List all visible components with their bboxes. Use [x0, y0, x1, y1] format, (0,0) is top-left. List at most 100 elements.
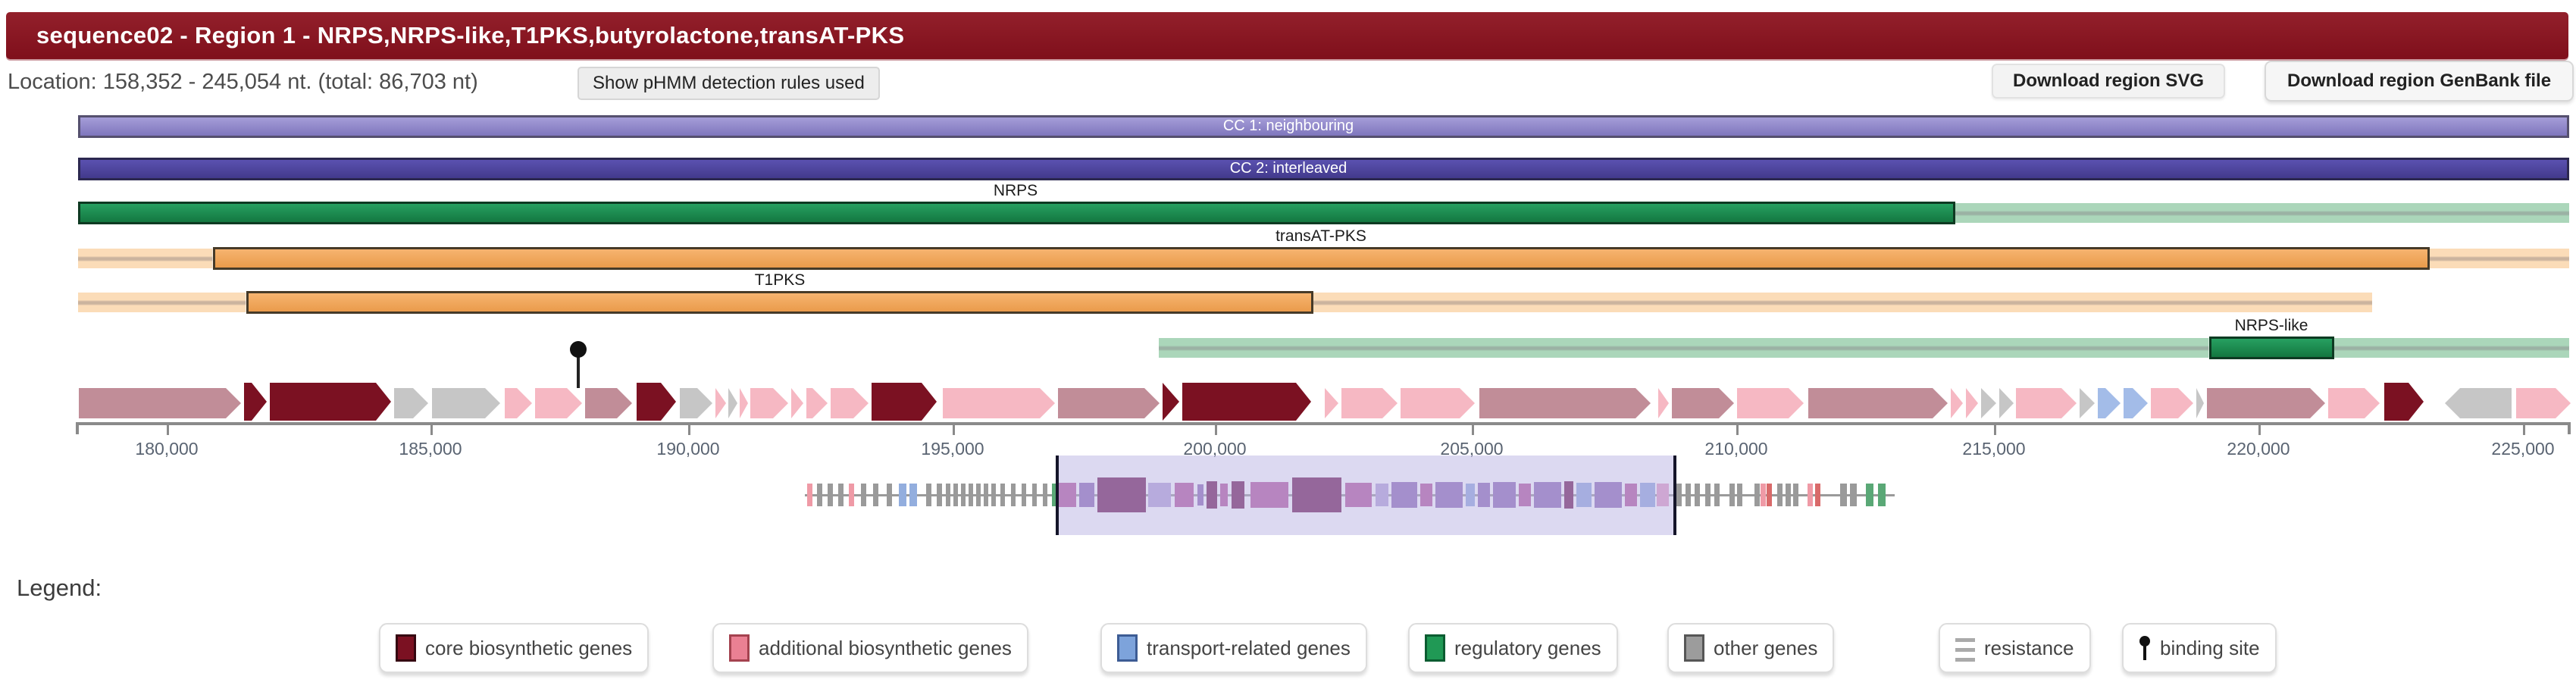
minimap-gene-mark [873, 484, 878, 506]
gene-arrow-pink[interactable] [2516, 388, 2571, 418]
gene-arrow-core[interactable] [637, 383, 676, 421]
axis-tick-label: 215,000 [1962, 439, 2026, 459]
gene-arrow-core[interactable] [2384, 383, 2424, 421]
protocluster-transat-pks-bar[interactable] [2430, 249, 2569, 268]
gene-arrow-pink[interactable] [791, 388, 803, 418]
gene-arrow-gray[interactable] [1999, 388, 2014, 418]
gene-arrow-pink[interactable] [750, 388, 788, 418]
gene-arrow-mauve[interactable] [2207, 388, 2325, 418]
gene-arrow-pink[interactable] [1401, 388, 1475, 418]
region-title-bar[interactable]: sequence02 - Region 1 - NRPS,NRPS-like,T… [6, 12, 2568, 59]
axis-tick-label: 200,000 [1183, 439, 1247, 459]
minimap-gene-mark [1737, 484, 1742, 506]
gene-arrow-gray[interactable] [1981, 388, 1996, 418]
gene-arrow-blue[interactable] [2098, 388, 2121, 418]
minimap-gene-mark [1705, 484, 1711, 506]
gene-arrow-core[interactable] [244, 383, 267, 421]
gene-arrow-core[interactable] [1163, 383, 1179, 421]
binding-site-icon-head [2139, 636, 2150, 646]
candidate-cluster-2-bar[interactable] [78, 158, 2569, 180]
gene-arrow-pink[interactable] [1325, 388, 1338, 418]
legend-item-regulatory[interactable]: regulatory genes [1408, 623, 1618, 673]
download-region-svg-button[interactable]: Download region SVG [1992, 64, 2226, 99]
protocluster-t1pks-bar[interactable] [78, 293, 246, 312]
minimap-view-window[interactable] [1056, 456, 1676, 535]
legend-item-transport[interactable]: transport-related genes [1100, 623, 1367, 673]
gene-arrow-gray[interactable] [2445, 388, 2512, 418]
gene-arrow-gray[interactable] [432, 388, 500, 418]
gene-arrow-gray[interactable] [680, 388, 712, 418]
gene-arrow-gray[interactable] [728, 388, 737, 418]
legend-item-other[interactable]: other genes [1667, 623, 1835, 673]
download-region-genbank-button[interactable]: Download region GenBank file [2265, 61, 2574, 102]
protocluster-nrps-like-bar[interactable] [2334, 338, 2569, 358]
candidate-cluster-1-bar[interactable] [78, 115, 2569, 138]
protocluster-transat-pks-bar[interactable] [78, 249, 213, 268]
gene-arrow-pink[interactable] [1966, 388, 1978, 418]
gene-arrow-core[interactable] [270, 383, 391, 421]
gene-arrow-pink[interactable] [1658, 388, 1669, 418]
gene-arrow-pink[interactable] [2328, 388, 2380, 418]
minimap-gene-mark [1777, 484, 1783, 506]
axis-tick [1215, 425, 1217, 435]
protocluster-t1pks-bar[interactable] [1313, 293, 2372, 312]
protocluster-nrps-bar[interactable] [78, 202, 1955, 224]
gene-arrow-core[interactable] [872, 383, 937, 421]
axis-tick [953, 425, 955, 435]
gene-arrow-pink[interactable] [715, 388, 726, 418]
gene-arrow-mauve[interactable] [1479, 388, 1651, 418]
minimap-gene-mark [953, 484, 958, 506]
gene-arrow-pink[interactable] [806, 388, 828, 418]
axis-tick-label: 195,000 [921, 439, 984, 459]
gene-arrow-pink[interactable] [943, 388, 1055, 418]
additional-genes-swatch [729, 634, 750, 662]
gene-arrow-pink[interactable] [505, 388, 532, 418]
gene-arrow-pink[interactable] [740, 388, 748, 418]
axis-tick [167, 425, 169, 435]
protocluster-t1pks-bar[interactable] [246, 291, 1313, 314]
minimap-gene-mark [838, 484, 844, 506]
gene-arrow-mauve[interactable] [1058, 388, 1160, 418]
show-phmm-rules-button[interactable]: Show pHMM detection rules used [577, 67, 880, 100]
gene-arrow-blue[interactable] [2124, 388, 2148, 418]
legend-item-additional[interactable]: additional biosynthetic genes [712, 623, 1028, 673]
gene-arrow-mauve[interactable] [1672, 388, 1734, 418]
axis-tick-label: 180,000 [135, 439, 199, 459]
legend-item-label: binding site [2160, 636, 2260, 659]
minimap-gene-mark [1695, 484, 1700, 506]
gene-arrow-pink[interactable] [1951, 388, 1963, 418]
minimap-gene-mark [1878, 484, 1886, 506]
legend-item-binding-site[interactable]: binding site [2122, 623, 2277, 673]
minimap-gene-mark [1000, 484, 1005, 506]
minimap-gene-mark [969, 484, 973, 506]
protocluster-nrps-bar[interactable] [1955, 203, 2569, 223]
gene-arrow-pink[interactable] [535, 388, 582, 418]
gene-arrow-gray[interactable] [2080, 388, 2095, 418]
protocluster-transat-pks-bar[interactable] [213, 247, 2430, 270]
minimap-gene-mark [991, 484, 996, 506]
axis-tick [1472, 425, 1474, 435]
gene-arrow-pink[interactable] [831, 388, 869, 418]
gene-arrow-pink[interactable] [2016, 388, 2077, 418]
gene-arrow-pink[interactable] [2151, 388, 2193, 418]
candidate-cluster-1-label: CC 1: neighbouring [1222, 117, 1354, 134]
minimap-gene-mark [1850, 484, 1857, 506]
gene-arrow-mauve[interactable] [79, 388, 241, 418]
gene-arrow-pink[interactable] [1737, 388, 1804, 418]
minimap-gene-mark [909, 484, 917, 506]
gene-arrow-core[interactable] [1182, 383, 1311, 421]
protocluster-nrps-like-bar[interactable] [2209, 337, 2334, 359]
gene-arrow-mauve[interactable] [585, 388, 632, 418]
minimap-gene-mark [828, 484, 833, 506]
legend-item-core[interactable]: core biosynthetic genes [379, 623, 649, 673]
binding-site-marker-icon[interactable] [570, 341, 587, 358]
minimap-gene-mark [1808, 484, 1813, 506]
gene-arrow-pink[interactable] [1341, 388, 1398, 418]
gene-arrow-mauve[interactable] [1808, 388, 1948, 418]
protocluster-nrps-like-bar[interactable] [1159, 338, 2209, 358]
gene-arrow-gray[interactable] [2196, 388, 2204, 418]
candidate-cluster-2-label: CC 2: interleaved [1229, 160, 1347, 177]
gene-arrow-gray[interactable] [394, 388, 428, 418]
legend-item-resistance[interactable]: resistance [1939, 623, 2091, 673]
axis-end-cap [2568, 422, 2571, 434]
